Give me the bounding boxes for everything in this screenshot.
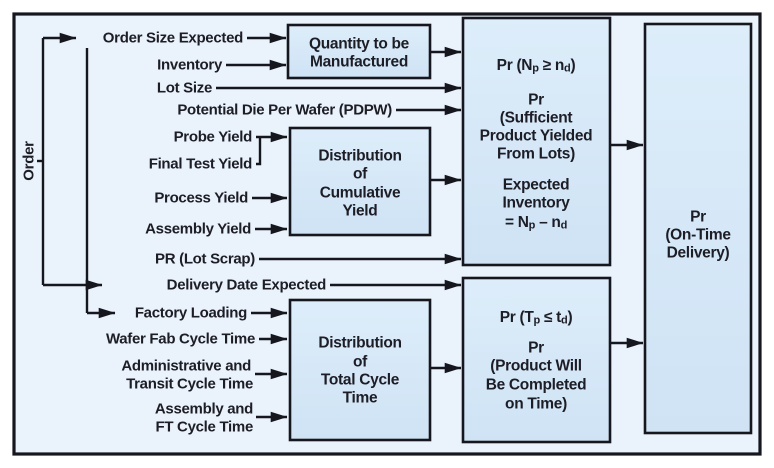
pr-bottom-line5: on Time): [505, 396, 567, 413]
quantity-line1: Quantity to be: [309, 36, 410, 53]
pr-right-line1: Pr: [690, 209, 706, 226]
quantity-line2: Manufactured: [310, 54, 408, 71]
dist-cycle-box-text: Distribution of Total Cycle Time: [318, 335, 402, 407]
label-wafer-fab-cycle-time: Wafer Fab Cycle Time: [106, 331, 255, 348]
label-assembly-yield: Assembly Yield: [145, 221, 251, 238]
pr-bottom-line3: (Product Will: [490, 358, 582, 375]
pr-bottom-box-text: Pr (Tp ≤ td) Pr (Product Will Be Complet…: [486, 309, 587, 413]
label-assembly-ft-line1: Assembly and: [155, 401, 253, 418]
label-pdpw: Potential Die Per Wafer (PDPW): [177, 102, 392, 119]
pr-right-line3: Delivery): [667, 245, 730, 262]
pr-top-box-text: Pr (Np ≥ nd) Pr (Sufficient Product Yiel…: [480, 57, 593, 232]
pr-bottom-formula-tp: Pr (Tp ≤ td): [500, 309, 573, 327]
pr-sufficient-product-box: [461, 16, 612, 267]
pr-top-formula-inventory: = Np – nd: [505, 214, 567, 232]
input-labels: Order Size Expected Inventory Lot Size P…: [103, 30, 393, 436]
order-label: Order: [21, 141, 38, 181]
pr-top-line7: Inventory: [502, 195, 570, 212]
pr-top-line6: Expected: [503, 177, 570, 194]
dist-cycle-line1: Distribution: [318, 335, 401, 352]
dist-cycle-line4: Time: [343, 390, 378, 407]
pr-top-line2: Pr: [528, 92, 544, 109]
label-admin-transit-line1: Administrative and: [121, 358, 251, 375]
dist-cycle-line3: Total Cycle: [321, 372, 400, 389]
pr-top-line4: Product Yielded: [480, 128, 593, 145]
label-inventory: Inventory: [157, 57, 223, 74]
label-probe-yield: Probe Yield: [174, 129, 253, 146]
pr-on-time-delivery-box: [643, 22, 753, 435]
dist-yield-box-text: Distribution of Cumulative Yield: [318, 148, 402, 220]
pr-right-line2: (On-Time: [665, 227, 731, 244]
pr-right-box-text: Pr (On-Time Delivery): [665, 209, 731, 262]
dist-yield-line4: Yield: [343, 203, 378, 220]
pr-top-line3: (Sufficient: [500, 110, 573, 127]
final-test-yield-bracket: [256, 138, 262, 166]
label-admin-transit-line2: Transit Cycle Time: [126, 376, 253, 393]
label-assembly-ft-line2: FT Cycle Time: [155, 419, 253, 436]
label-pr-lot-scrap: PR (Lot Scrap): [155, 251, 255, 268]
pr-bottom-line2: Pr: [528, 340, 544, 357]
dist-yield-line1: Distribution: [318, 148, 401, 165]
pr-bottom-line4: Be Completed: [486, 377, 587, 394]
label-lot-size: Lot Size: [157, 80, 212, 97]
pr-completed-on-time-box: [461, 276, 612, 444]
label-final-test-yield: Final Test Yield: [149, 156, 252, 173]
dist-yield-line3: Cumulative: [320, 185, 401, 202]
dist-cumulative-yield-box: [288, 126, 432, 237]
label-order-size-expected: Order Size Expected: [103, 30, 243, 47]
label-delivery-date-expected: Delivery Date Expected: [167, 277, 326, 294]
quantity-box-text: Quantity to be Manufactured: [309, 36, 410, 71]
pr-top-formula-np: Pr (Np ≥ nd): [497, 57, 576, 75]
connectors: [37, 32, 644, 423]
quantity-box: [286, 23, 432, 80]
dist-yield-line2: of: [353, 166, 368, 183]
dist-cycle-line2: of: [353, 354, 368, 371]
dist-total-cycle-box: [288, 298, 432, 442]
pr-top-line5: From Lots): [497, 146, 575, 163]
label-factory-loading: Factory Loading: [135, 305, 247, 322]
label-process-yield: Process Yield: [154, 190, 248, 207]
